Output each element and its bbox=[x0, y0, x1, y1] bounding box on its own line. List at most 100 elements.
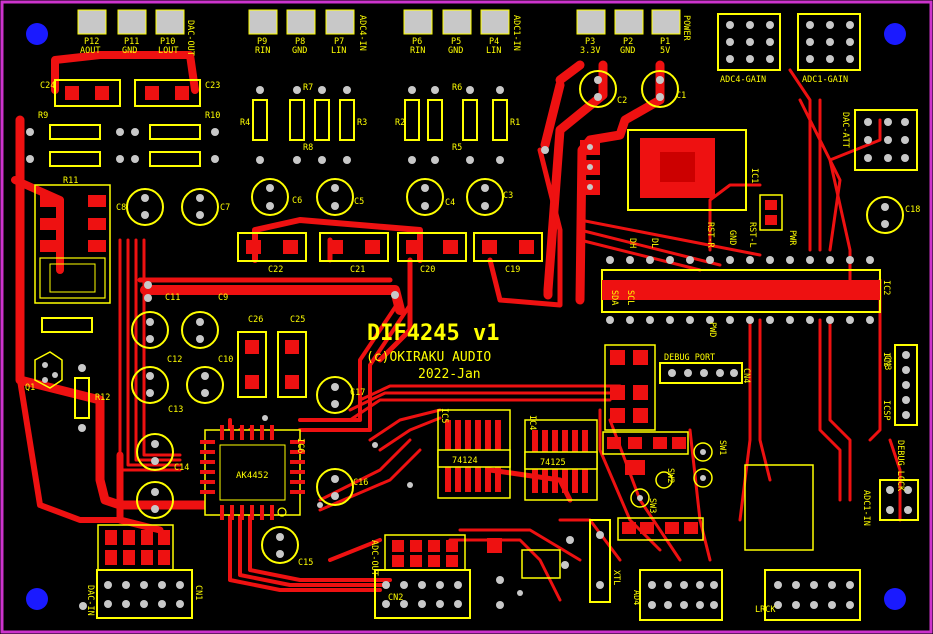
label-adc1-in2: ADC1-IN bbox=[861, 490, 871, 526]
label-r3: R3 bbox=[357, 118, 367, 128]
board-title: DIF4245 v1 bbox=[367, 321, 499, 346]
label-c22: C22 bbox=[268, 265, 283, 275]
label-ic3: IC3 bbox=[881, 352, 891, 367]
label-p2: P2 bbox=[623, 37, 633, 47]
label-p11: P11 bbox=[124, 37, 139, 47]
label-adc-out: ADC-OUT bbox=[369, 540, 379, 576]
label-c18: C18 bbox=[905, 205, 920, 215]
label-c21: C21 bbox=[350, 265, 365, 275]
ic5-footprint bbox=[437, 409, 511, 499]
label-gnd3: GND bbox=[448, 46, 463, 56]
label-r10: R10 bbox=[205, 111, 220, 121]
label-c11: C11 bbox=[165, 293, 180, 303]
label-r8: R8 bbox=[303, 143, 313, 153]
label-icsp: ICSP bbox=[881, 400, 891, 420]
label-adc4-gain: ADC4-GAIN bbox=[720, 75, 766, 85]
label-c6: C6 bbox=[292, 196, 302, 206]
label-c9: C9 bbox=[218, 293, 228, 303]
electrolytic-capacitors bbox=[126, 70, 904, 564]
label-dac-att: DAC-ATT bbox=[840, 112, 850, 148]
mounting-hole bbox=[884, 588, 906, 610]
ic1-regulator bbox=[580, 129, 747, 211]
label-pin-dl: DL bbox=[649, 238, 659, 248]
label-sw2: SW2 bbox=[665, 468, 675, 483]
ic6-footprint bbox=[200, 425, 305, 520]
label-pin-pwd: PWD bbox=[707, 322, 717, 337]
label-c5: C5 bbox=[354, 197, 364, 207]
label-sw1: SW1 bbox=[717, 440, 727, 455]
label-c15: C15 bbox=[298, 558, 313, 568]
label-gnd1: GND bbox=[122, 46, 137, 56]
label-p12: P12 bbox=[84, 37, 99, 47]
label-pin-rst-r: RST-R bbox=[705, 222, 715, 248]
label-pin-rst-l: RST-L bbox=[747, 222, 757, 248]
label-adc1-in: ADC1-IN bbox=[511, 15, 521, 51]
label-r1: R1 bbox=[510, 118, 520, 128]
label-ad4: AD4 bbox=[631, 590, 641, 605]
label-c14: C14 bbox=[174, 463, 189, 473]
label-ic5-part: 74124 bbox=[452, 456, 478, 466]
ic4-footprint bbox=[524, 419, 598, 501]
label-c12: C12 bbox=[167, 355, 182, 365]
label-pin-gnd: GND bbox=[727, 230, 737, 245]
label-c8: C8 bbox=[116, 203, 126, 213]
label-p1: P1 bbox=[660, 37, 670, 47]
label-gnd2: GND bbox=[292, 46, 307, 56]
mounting-hole bbox=[26, 23, 48, 45]
resistor-pads bbox=[26, 86, 504, 432]
label-r5: R5 bbox=[452, 143, 462, 153]
label-xtl: XTL bbox=[611, 570, 621, 585]
label-ic2: IC2 bbox=[881, 280, 891, 295]
label-sw3: SW3 bbox=[647, 498, 657, 513]
label-r7: R7 bbox=[303, 83, 313, 93]
smd-pads bbox=[34, 184, 814, 571]
label-p5: P5 bbox=[451, 37, 461, 47]
label-lout: LOUT bbox=[158, 46, 178, 56]
label-rin1: RIN bbox=[255, 46, 270, 56]
label-ic5: IC5 bbox=[439, 408, 449, 423]
label-ic4: IC4 bbox=[527, 415, 537, 430]
label-dac-in: DAC-IN bbox=[85, 585, 95, 616]
label-dac-out: DAC-OUT bbox=[185, 20, 195, 56]
label-c3: C3 bbox=[503, 191, 513, 201]
label-3v3: 3.3V bbox=[580, 46, 600, 56]
label-r11: R11 bbox=[63, 176, 78, 186]
label-c4: C4 bbox=[445, 198, 455, 208]
label-c26: C26 bbox=[248, 315, 263, 325]
mounting-hole bbox=[26, 588, 48, 610]
label-p8: P8 bbox=[295, 37, 305, 47]
label-aout: AOUT bbox=[80, 46, 100, 56]
label-debug-port: DEBUG PORT bbox=[664, 353, 715, 363]
label-q1: Q1 bbox=[25, 383, 35, 393]
cap-pads bbox=[141, 76, 889, 558]
board-date: 2022-Jan bbox=[418, 367, 481, 382]
label-c24: C24 bbox=[40, 81, 55, 91]
resistors bbox=[41, 99, 508, 419]
pin-headers bbox=[79, 13, 919, 621]
label-lin1: LIN bbox=[331, 46, 346, 56]
label-rin2: RIN bbox=[410, 46, 425, 56]
label-c10: C10 bbox=[218, 355, 233, 365]
label-c17: C17 bbox=[350, 388, 365, 398]
label-pin-scl: SCL bbox=[625, 290, 635, 305]
label-c7: C7 bbox=[220, 203, 230, 213]
label-5v: 5V bbox=[660, 46, 670, 56]
top-connectors bbox=[77, 9, 681, 35]
label-ic1: IC1 bbox=[749, 168, 759, 183]
label-cn1: CN1 bbox=[193, 585, 203, 600]
film-capacitors bbox=[54, 79, 543, 398]
label-power: POWER bbox=[681, 15, 691, 41]
ic2-footprint bbox=[601, 256, 881, 324]
label-c2: C2 bbox=[617, 96, 627, 106]
label-pin-dh: DH bbox=[627, 238, 637, 248]
label-c1: C1 bbox=[676, 91, 686, 101]
label-c25: C25 bbox=[290, 315, 305, 325]
label-ic4-part: 74125 bbox=[540, 458, 566, 468]
label-cn2: CN2 bbox=[388, 593, 403, 603]
label-ic6: IC6 bbox=[295, 438, 305, 453]
label-lrck: LRCK bbox=[755, 605, 776, 615]
label-c19: C19 bbox=[505, 265, 520, 275]
label-adc1-gain: ADC1-GAIN bbox=[802, 75, 848, 85]
